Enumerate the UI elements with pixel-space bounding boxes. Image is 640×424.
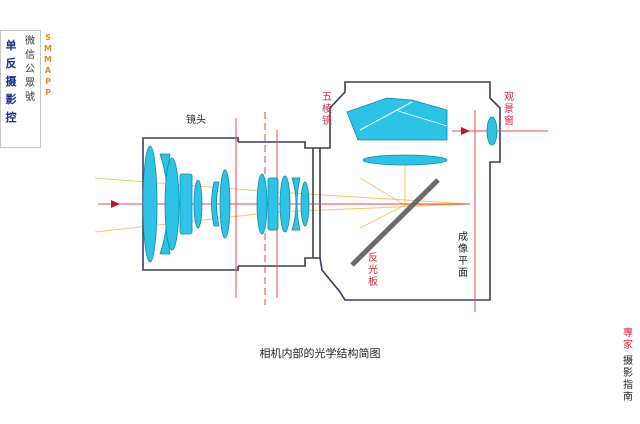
badge-title: 单反摄影控 (5, 39, 17, 124)
lens-elements (142, 145, 310, 263)
lens-label: 镜头 (186, 115, 206, 126)
watermark-badge: 单反摄影控 微信公眾號 (0, 30, 41, 148)
badge-subtitle: 微信公眾號 (25, 36, 35, 103)
mirror-label: 反光板 (368, 253, 378, 288)
axis-arrow-left (111, 200, 120, 208)
axis-arrow-eyepiece (461, 127, 470, 135)
pentaprism (346, 97, 448, 141)
reflex-mirror (350, 178, 440, 267)
corner-watermark-red: 專家 (623, 328, 633, 351)
image-plane-label: 成像平面 (458, 232, 468, 279)
corner-watermark-dark: 摄影指南 (623, 356, 633, 403)
focusing-screen (362, 154, 448, 166)
diagram-caption: 相机内部的光学结构简图 (259, 347, 381, 360)
viewfinder-label: 观景窗 (504, 92, 514, 127)
pentaprism-label: 五棱镜 (322, 92, 332, 127)
eyepiece-lens (486, 116, 498, 146)
